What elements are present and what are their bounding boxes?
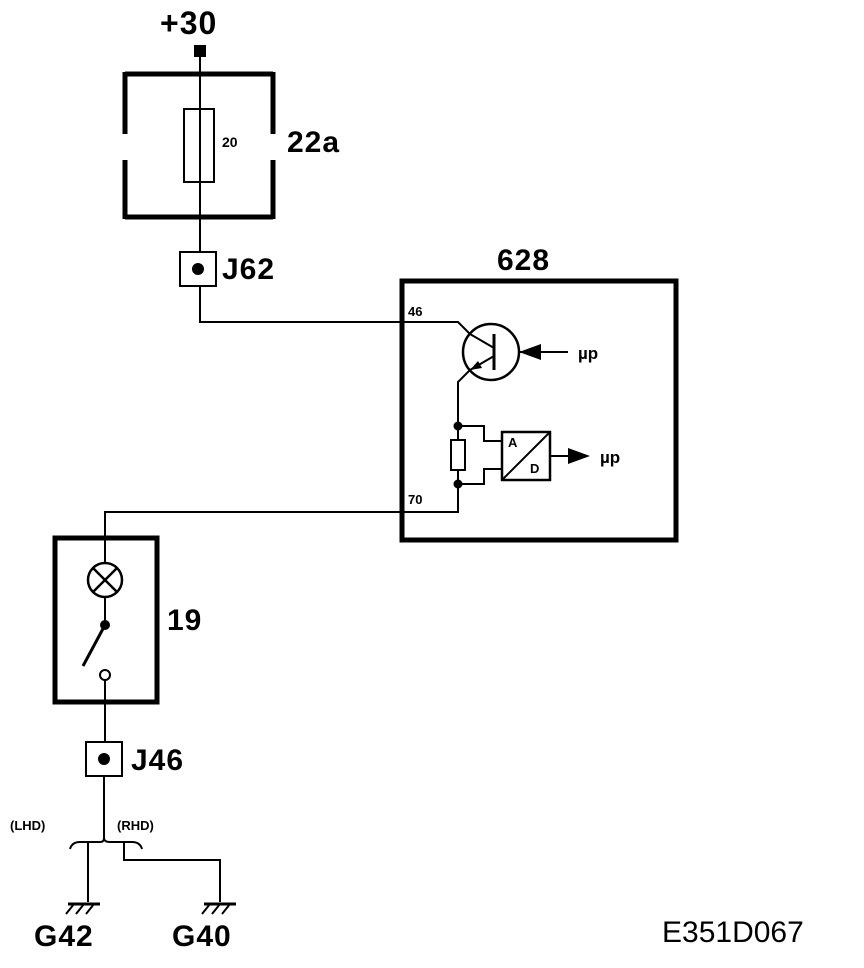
- wire-to-adc-lower: [458, 468, 502, 485]
- supply-label: +30: [160, 5, 217, 41]
- switch-lever: [81, 624, 107, 667]
- transistor-collector: [469, 333, 495, 349]
- variant-lhd: (LHD): [10, 818, 45, 833]
- supply-terminal: [194, 45, 206, 57]
- adc-diagonal: [501, 431, 551, 481]
- brace-rhd: [103, 837, 143, 850]
- fuse-id: 22a: [287, 126, 340, 159]
- wire-to-g40: [123, 842, 221, 902]
- transistor-input-label: µp: [578, 344, 598, 363]
- ground-g40-icon: [201, 902, 236, 915]
- transistor-emitter-arrow: [470, 361, 482, 370]
- diagram-code: E351D067: [662, 916, 804, 949]
- switch-contact: [99, 669, 111, 681]
- connector-j62-label: J62: [222, 253, 275, 286]
- variant-rhd: (RHD): [117, 818, 154, 833]
- ground-g42-icon: [65, 902, 100, 915]
- wire-j62-to-pin46: [199, 286, 471, 335]
- module-pin-70: 70: [408, 492, 422, 507]
- shunt-resistor: [450, 439, 466, 471]
- transistor-symbol: [461, 322, 521, 382]
- switch-unit-id: 19: [167, 604, 202, 637]
- transistor-input-arrow: [519, 344, 541, 360]
- adc-a-label: A: [508, 435, 518, 450]
- adc-output-label: µp: [600, 448, 620, 467]
- connector-j46-label: J46: [131, 744, 184, 777]
- ground-g40-label: G40: [172, 920, 232, 953]
- module-id: 628: [497, 244, 550, 277]
- wire-to-adc-upper: [458, 425, 502, 442]
- connector-j62-pin: [192, 263, 204, 275]
- fuse-rating: 20: [222, 134, 238, 150]
- ground-g42-label: G42: [34, 920, 94, 953]
- adc-output-arrow: [568, 448, 590, 464]
- connector-j46-pin: [98, 753, 110, 765]
- adc-d-label: D: [530, 461, 539, 476]
- lamp-symbol: [86, 561, 124, 599]
- module-pin-46: 46: [408, 304, 422, 319]
- module-box: [399, 278, 679, 543]
